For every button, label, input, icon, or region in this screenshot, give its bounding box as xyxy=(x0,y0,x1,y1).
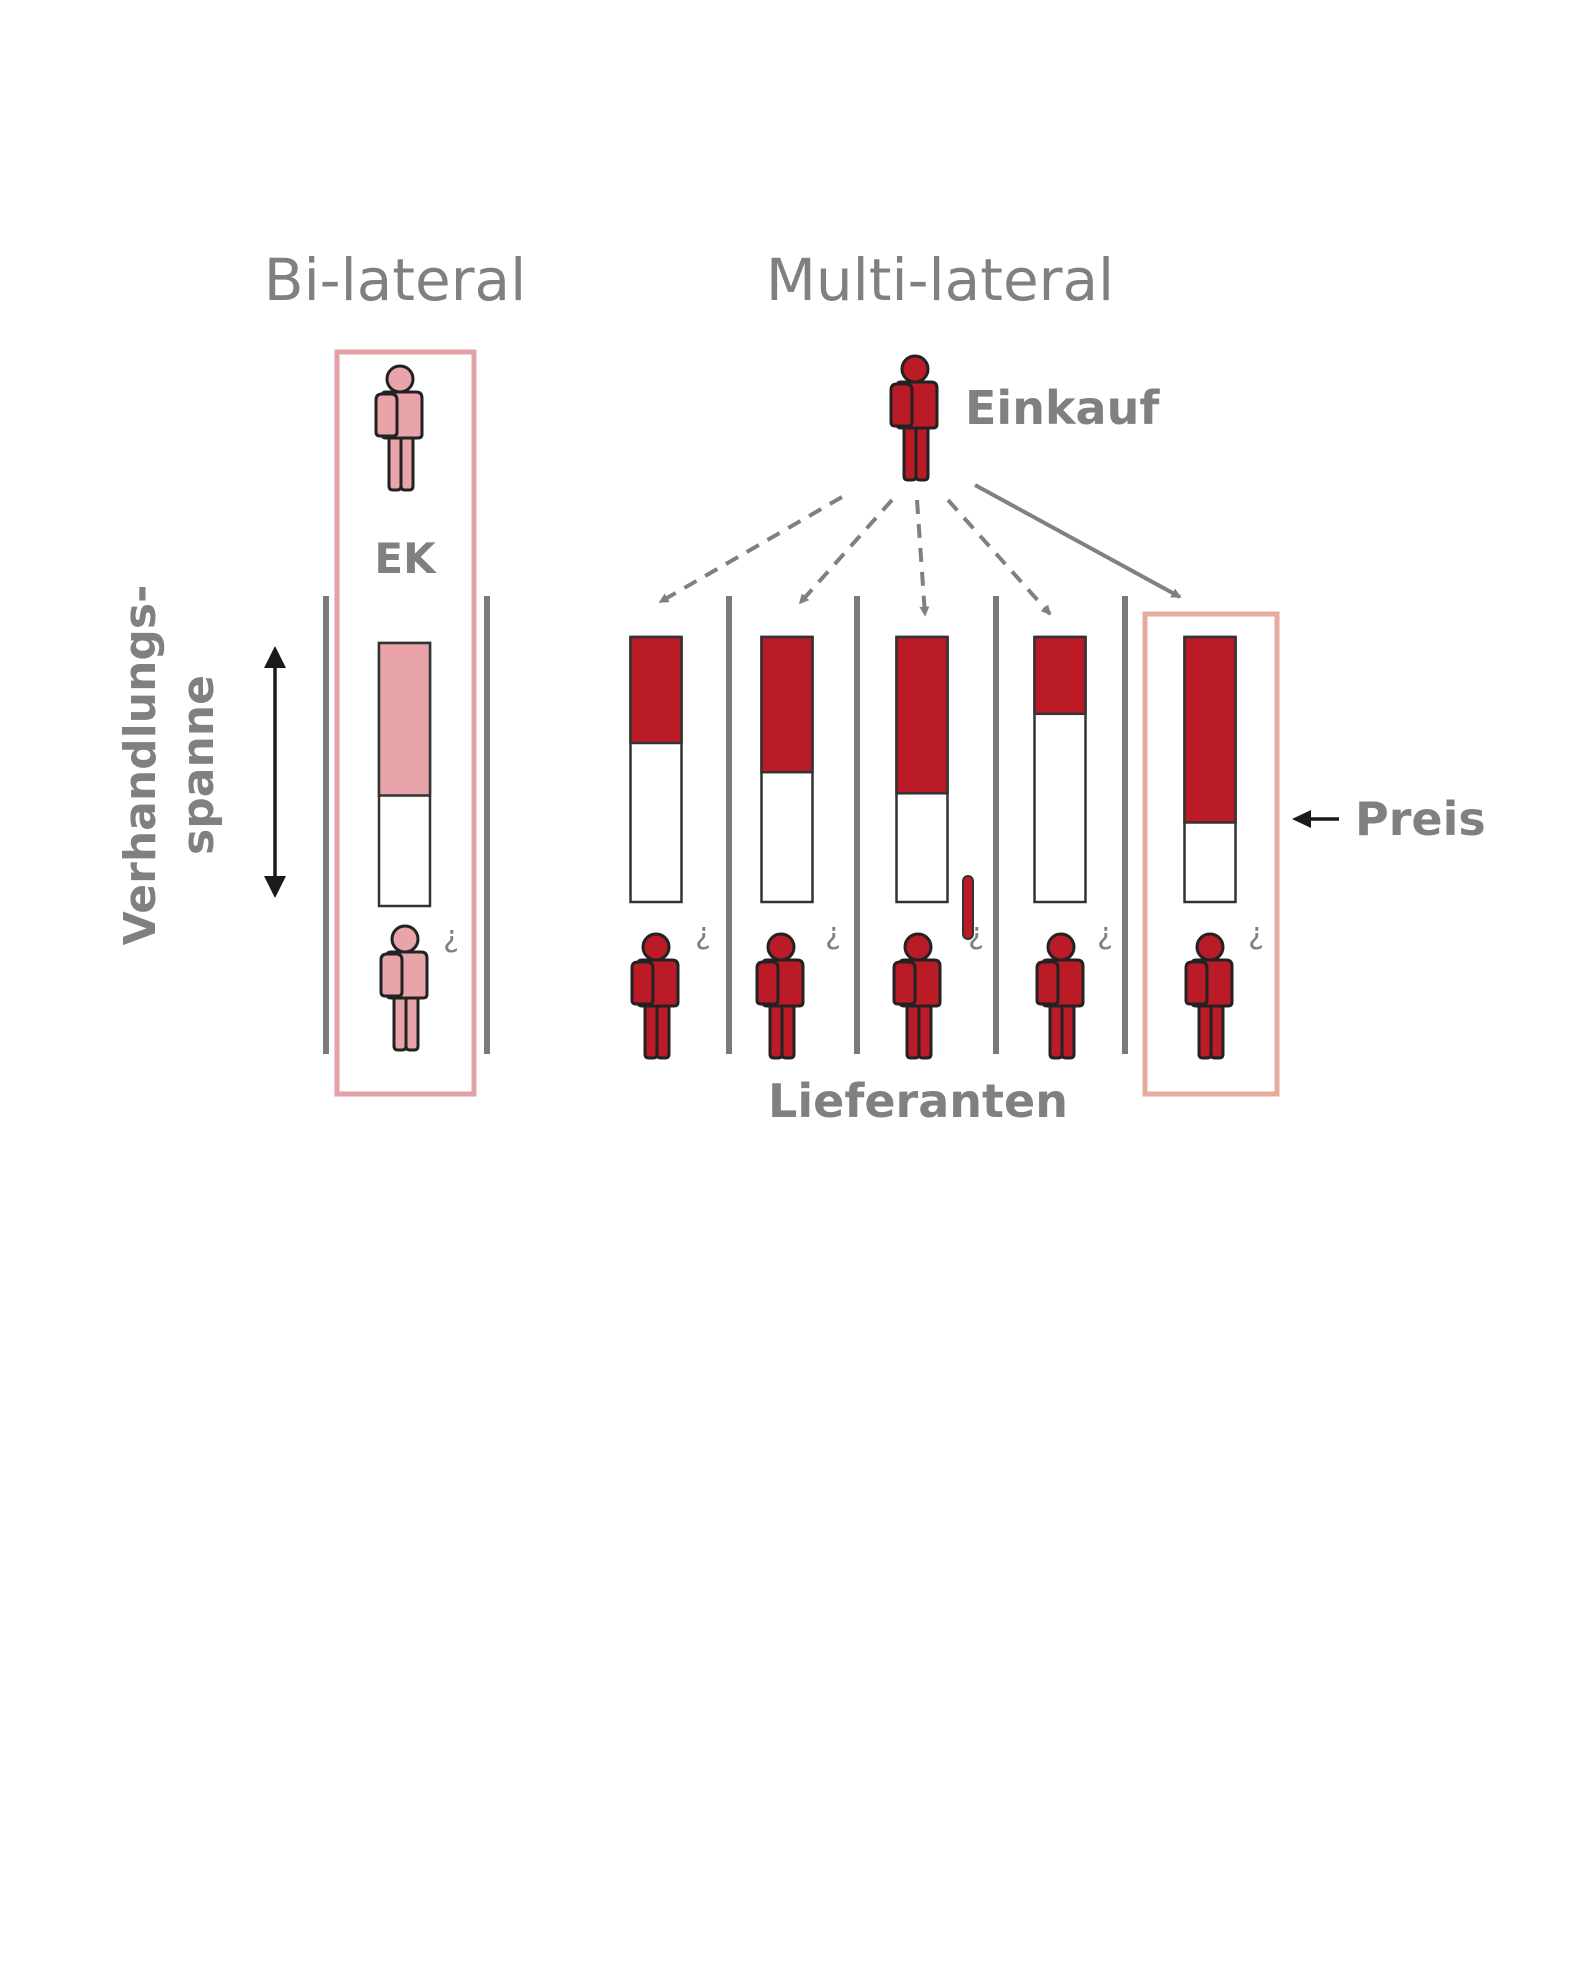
supplier-2-bar-fill xyxy=(760,635,814,774)
price-label: Preis xyxy=(1355,792,1486,846)
suppliers-label: Lieferanten xyxy=(768,1074,1068,1128)
supplier-3-bar-fill xyxy=(895,635,949,795)
bilateral-question-mark: ? xyxy=(443,922,459,957)
bilateral-bar xyxy=(377,641,432,908)
negotiation-span-label-line1: Verhandlungs- xyxy=(115,585,166,946)
arrow-to-supplier-4 xyxy=(946,498,1052,616)
arrow-to-supplier-5 xyxy=(974,483,1182,599)
supplier-5-question-mark: ? xyxy=(1248,919,1264,954)
bilateral-frame xyxy=(334,349,477,1097)
supplier-3-person-icon xyxy=(892,932,942,1060)
supplier-2-person-icon xyxy=(755,932,805,1060)
supplier-3-question-mark: ? xyxy=(968,919,984,954)
buyer-person-icon xyxy=(374,364,424,492)
buyer-arrows xyxy=(658,483,1182,617)
supplier-1-person-icon xyxy=(630,932,680,1060)
einkauf-person-icon xyxy=(889,354,939,482)
supplier-4-question-mark: ? xyxy=(1097,919,1113,954)
supplier-2-question-mark: ? xyxy=(825,919,841,954)
bilateral-bar-fill xyxy=(377,641,432,797)
selected-supplier-frame xyxy=(1142,611,1280,1097)
supplier-1-bar-fill xyxy=(629,635,683,745)
supplier-dividers xyxy=(726,596,1128,1054)
title-bilateral: Bi-lateral xyxy=(264,246,526,314)
bilateral-supplier-person-icon xyxy=(379,924,429,1052)
supplier-4-person-icon xyxy=(1035,932,1085,1060)
arrow-to-supplier-1 xyxy=(658,495,843,604)
supplier-bars xyxy=(629,635,1237,904)
supplier-5-person-icon xyxy=(1184,932,1234,1060)
einkauf-label: Einkauf xyxy=(965,381,1160,435)
supplier-4-bar-fill xyxy=(1033,635,1087,716)
supplier-5-bar-fill xyxy=(1183,635,1237,824)
title-multilateral: Multi-lateral xyxy=(766,246,1114,314)
supplier-1-question-mark: ? xyxy=(695,919,711,954)
negotiation-span-double-arrow-icon xyxy=(264,646,286,898)
ek-label: EK xyxy=(374,534,437,583)
arrow-to-supplier-3 xyxy=(915,499,930,617)
small-marker-bar xyxy=(962,875,974,940)
negotiation-span-label-line2: spanne xyxy=(173,675,224,855)
price-left-arrow-icon xyxy=(1292,810,1339,828)
